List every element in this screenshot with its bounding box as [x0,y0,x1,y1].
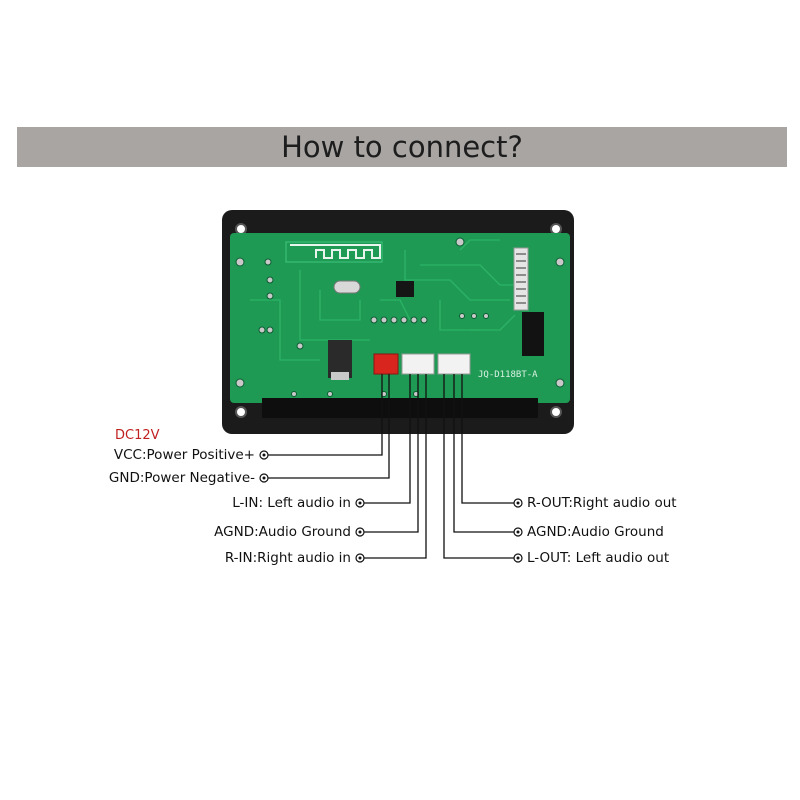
power-connector [373,353,399,375]
wires [268,374,514,559]
ir-receiver [522,312,544,356]
pcb-traces [250,239,516,361]
pin-label-r-out: R-OUT:Right audio out [527,495,677,511]
title-banner: How to connect? [17,127,787,167]
pin-label-l-in: L-IN: Left audio in [232,495,351,511]
power-voltage-label: DC12V [115,428,160,443]
voltage-regulator [328,340,352,378]
pin-label-agnd-in: AGND:Audio Ground [214,524,351,540]
connector-pins [516,253,526,304]
terminal-dots [262,453,520,560]
pin-label-gnd: GND:Power Negative- [108,470,255,486]
terminals [259,450,523,563]
pcb-vias [235,237,565,397]
board-edge [262,398,538,418]
pin-label-l-out: L-OUT: Left audio out [527,550,670,566]
pin-label-vcc: VCC:Power Positive+ [113,447,255,463]
board-model-label: JQ-D118BT-A [478,370,538,380]
main-chip [396,281,414,297]
crystal-oscillator [333,280,361,294]
antenna-trace [290,244,381,259]
antenna-pad [285,241,383,263]
regulator-tab [331,372,349,380]
pin-label-agnd-out: AGND:Audio Ground [527,524,664,540]
pin-label-r-in: R-IN:Right audio in [224,550,351,566]
page-title: How to connect? [281,130,523,164]
display-connector [513,247,529,311]
audio-in-connector [401,353,435,375]
audio-out-connector [437,353,471,375]
